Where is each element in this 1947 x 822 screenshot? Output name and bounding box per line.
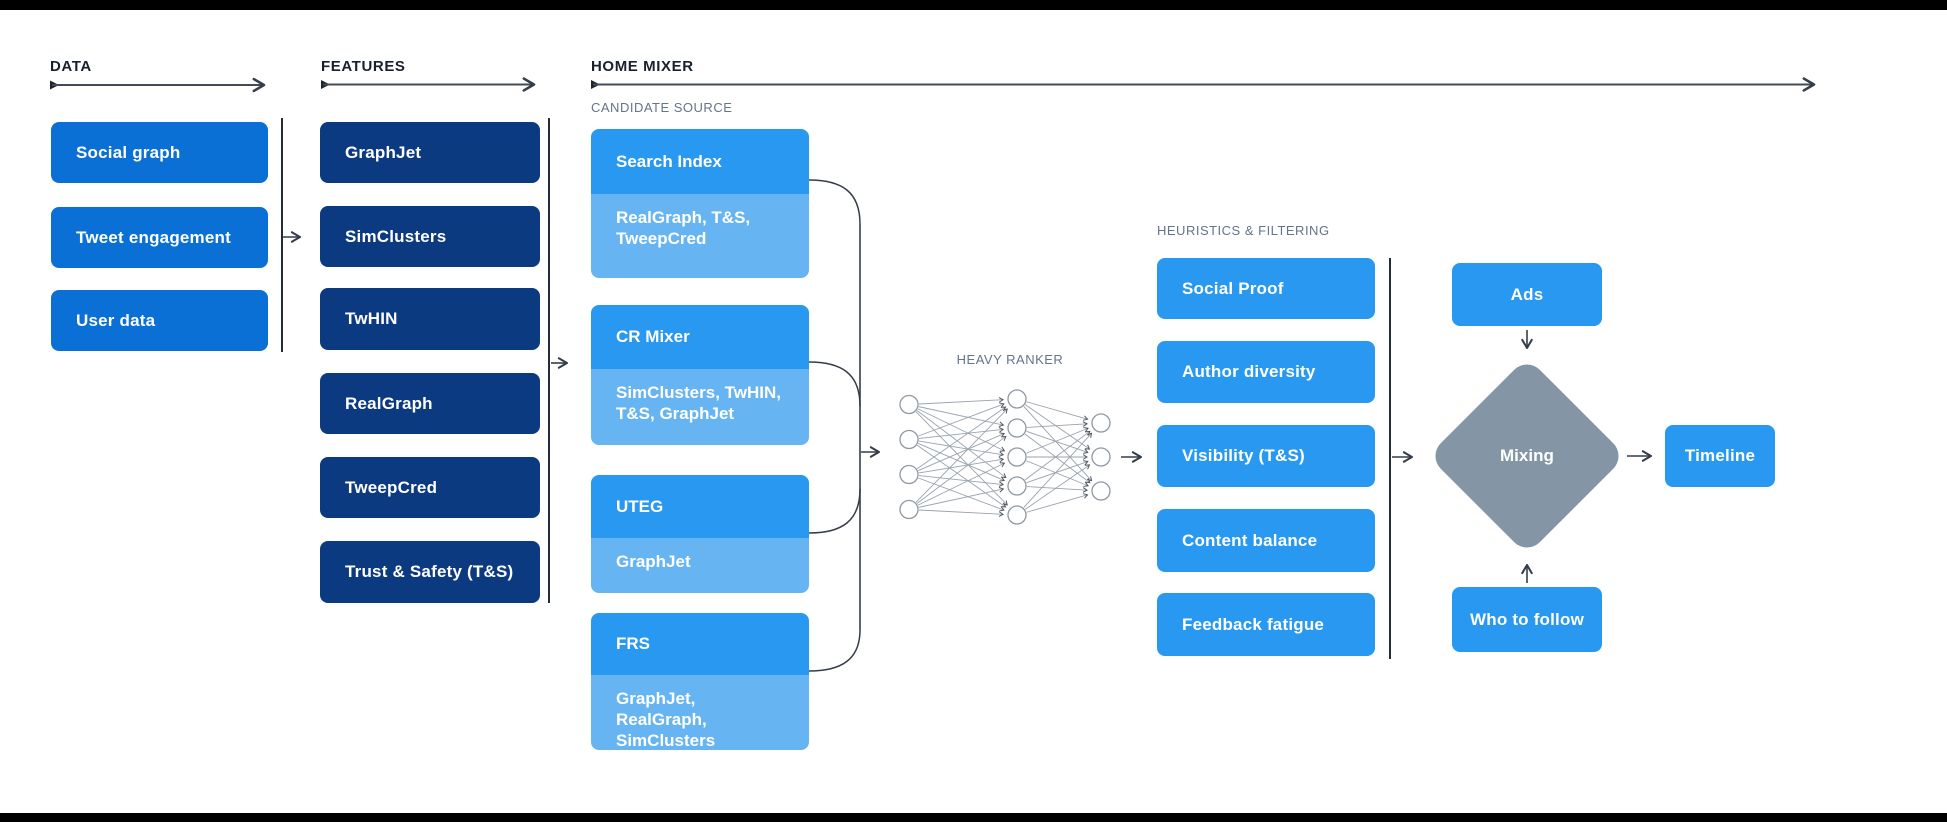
heuristic-box-visibility: Visibility (T&S)	[1157, 425, 1375, 487]
candidate-collector-lines	[808, 179, 861, 672]
heuristic-box-feedback-fatigue: Feedback fatigue	[1157, 593, 1375, 656]
data-box-user-data: User data	[51, 290, 268, 351]
heuristic-box-content-balance: Content balance	[1157, 509, 1375, 572]
candidate-title: CR Mixer	[591, 305, 809, 369]
who-to-follow-box: Who to follow	[1452, 587, 1602, 652]
feature-box-tweepcred: TweepCred	[320, 457, 540, 518]
feature-box-simclusters: SimClusters	[320, 206, 540, 267]
feature-box-trust-safety: Trust & Safety (T&S)	[320, 541, 540, 603]
candidate-subtitle: RealGraph, T&S, TweepCred	[591, 194, 809, 278]
feature-box-realgraph: RealGraph	[320, 373, 540, 434]
candidate-subtitle: GraphJet, RealGraph, SimClusters	[591, 675, 809, 750]
candidate-subtitle: GraphJet	[591, 538, 809, 593]
candidate-group-frs: FRS GraphJet, RealGraph, SimClusters	[591, 613, 809, 750]
flow-arrows	[283, 231, 1653, 583]
candidate-group-uteg: UTEG GraphJet	[591, 475, 809, 593]
feature-box-twhin: TwHIN	[320, 288, 540, 350]
candidate-title: UTEG	[591, 475, 809, 538]
heuristic-box-author-diversity: Author diversity	[1157, 341, 1375, 403]
heuristics-filtering-label: HEURISTICS & FILTERING	[1157, 223, 1330, 238]
data-box-tweet-engagement: Tweet engagement	[51, 207, 268, 268]
candidate-title: FRS	[591, 613, 809, 675]
candidate-group-cr-mixer: CR Mixer SimClusters, TwHIN, T&S, GraphJ…	[591, 305, 809, 445]
top-frame-bar	[0, 0, 1947, 10]
candidate-group-search-index: Search Index RealGraph, T&S, TweepCred	[591, 129, 809, 278]
heavy-ranker-network	[899, 389, 1111, 525]
features-axis-arrow	[321, 77, 536, 92]
candidate-title: Search Index	[591, 129, 809, 194]
mixing-label: Mixing	[1500, 446, 1554, 465]
section-header-data: DATA	[50, 58, 92, 75]
data-axis-arrow	[50, 77, 266, 93]
ads-box: Ads	[1452, 263, 1602, 326]
heuristic-box-social-proof: Social Proof	[1157, 258, 1375, 319]
heavy-ranker-label: HEAVY RANKER	[956, 352, 1064, 367]
section-header-features: FEATURES	[321, 58, 406, 75]
timeline-box: Timeline	[1665, 425, 1775, 487]
bottom-frame-bar	[0, 813, 1947, 822]
feature-box-graphjet: GraphJet	[320, 122, 540, 183]
home-mixer-axis-arrow	[591, 77, 1816, 92]
section-header-home-mixer: HOME MIXER	[591, 58, 694, 75]
data-box-social-graph: Social graph	[51, 122, 268, 183]
candidate-subtitle: SimClusters, TwHIN, T&S, GraphJet	[591, 369, 809, 445]
candidate-source-label: CANDIDATE SOURCE	[591, 100, 733, 115]
